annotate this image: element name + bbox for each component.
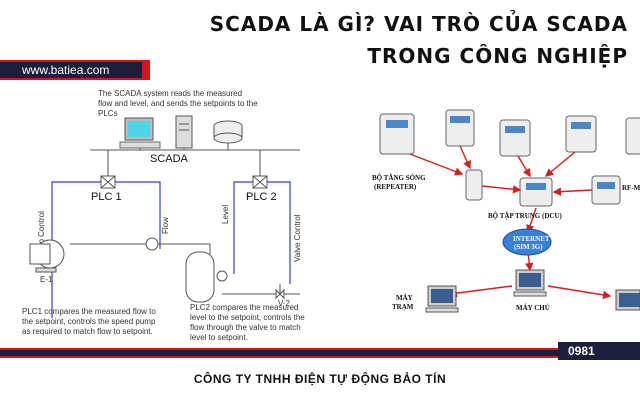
- plc1-box: [100, 175, 116, 189]
- monitor-icon: [119, 117, 161, 149]
- tank-icon: [185, 251, 228, 303]
- phone-number[interactable]: 0981: [558, 342, 640, 360]
- repeater-label-line-1: BỘ TĂNG SÓNG: [372, 174, 426, 182]
- plc1-caption-line-2: the setpoint, controls the speed pump: [22, 317, 156, 326]
- valve-icon: [275, 284, 285, 300]
- server-computer-icon: [513, 269, 547, 297]
- scada-caption-line-2: flow and level, and sends the setpoints …: [98, 99, 258, 108]
- valve-tag: V-2: [278, 299, 291, 308]
- station-label-line-2: TRẠM: [392, 303, 414, 311]
- plc2-caption-line-2: level to the setpoint, controls the: [190, 313, 305, 322]
- flow-meter-icon: [145, 237, 159, 251]
- valve-control-label: Valve Control: [293, 214, 302, 262]
- plc1-caption-line-3: as required to match flow to setpoint.: [22, 327, 153, 336]
- scada-diagram: The SCADA system reads the measured flow…: [22, 89, 305, 342]
- company-name: CÔNG TY TNHH ĐIỆN TỰ ĐỘNG BẢO TÍN: [193, 372, 447, 386]
- internet-label-line-2: (SIM 3G): [514, 243, 543, 251]
- scada-caption-line-1: The SCADA system reads the measured: [98, 89, 242, 98]
- level-label: Level: [221, 205, 230, 224]
- station-label-line-1: MÁY: [396, 294, 413, 302]
- bottom-dark-bar: [0, 350, 560, 356]
- page-title-line-2: TRONG CÔNG NGHIỆP: [367, 44, 628, 68]
- plc2-label: PLC 2: [246, 191, 277, 203]
- dcu-label: BỘ TẬP TRUNG (DCU): [488, 212, 563, 220]
- meter-displays: [386, 116, 615, 190]
- top-url-bar: [0, 62, 142, 78]
- server-label: MÁY CHỦ: [516, 304, 550, 312]
- metering-network-diagram: BỘ TĂNG SÓNG (REPEATER) BỘ TẬP TRUNG (DC…: [372, 109, 640, 313]
- rf-label: RF-M: [622, 184, 640, 192]
- station-computer-icon: [425, 285, 459, 313]
- plc2-caption-line-1: PLC2 compares the measured: [190, 303, 299, 312]
- flow-label: Flow: [161, 217, 170, 234]
- plc2-caption-line-3: flow through the valve to match: [190, 323, 301, 332]
- website-url[interactable]: www.batiea.com: [22, 63, 110, 77]
- internet-cloud-icon: [502, 228, 552, 256]
- repeater-label-line-2: (REPEATER): [374, 183, 417, 191]
- remote-computer-icon: [615, 289, 640, 311]
- page-title-line-1: SCADA LÀ GÌ? VAI TRÒ CỦA SCADA: [209, 12, 628, 36]
- plc1-caption-line-1: PLC1 compares the measured flow to: [22, 307, 156, 316]
- scada-caption-line-3: PLCs: [98, 109, 118, 118]
- pump-control-label: Pump Control: [37, 211, 46, 260]
- database-icon: [213, 120, 243, 144]
- plc1-label: PLC 1: [91, 191, 122, 203]
- server-tower-icon: [175, 115, 193, 149]
- plc2-box: [252, 175, 268, 189]
- data-flow-arrows: [409, 145, 612, 300]
- internet-label-line-1: INTERNET: [513, 235, 550, 243]
- plc2-caption-line-4: level to setpoint.: [190, 333, 248, 342]
- pump-tag: E-1: [40, 275, 53, 284]
- pump-icon: [29, 239, 65, 273]
- signal-lines: [51, 181, 291, 318]
- scada-label: SCADA: [150, 153, 189, 165]
